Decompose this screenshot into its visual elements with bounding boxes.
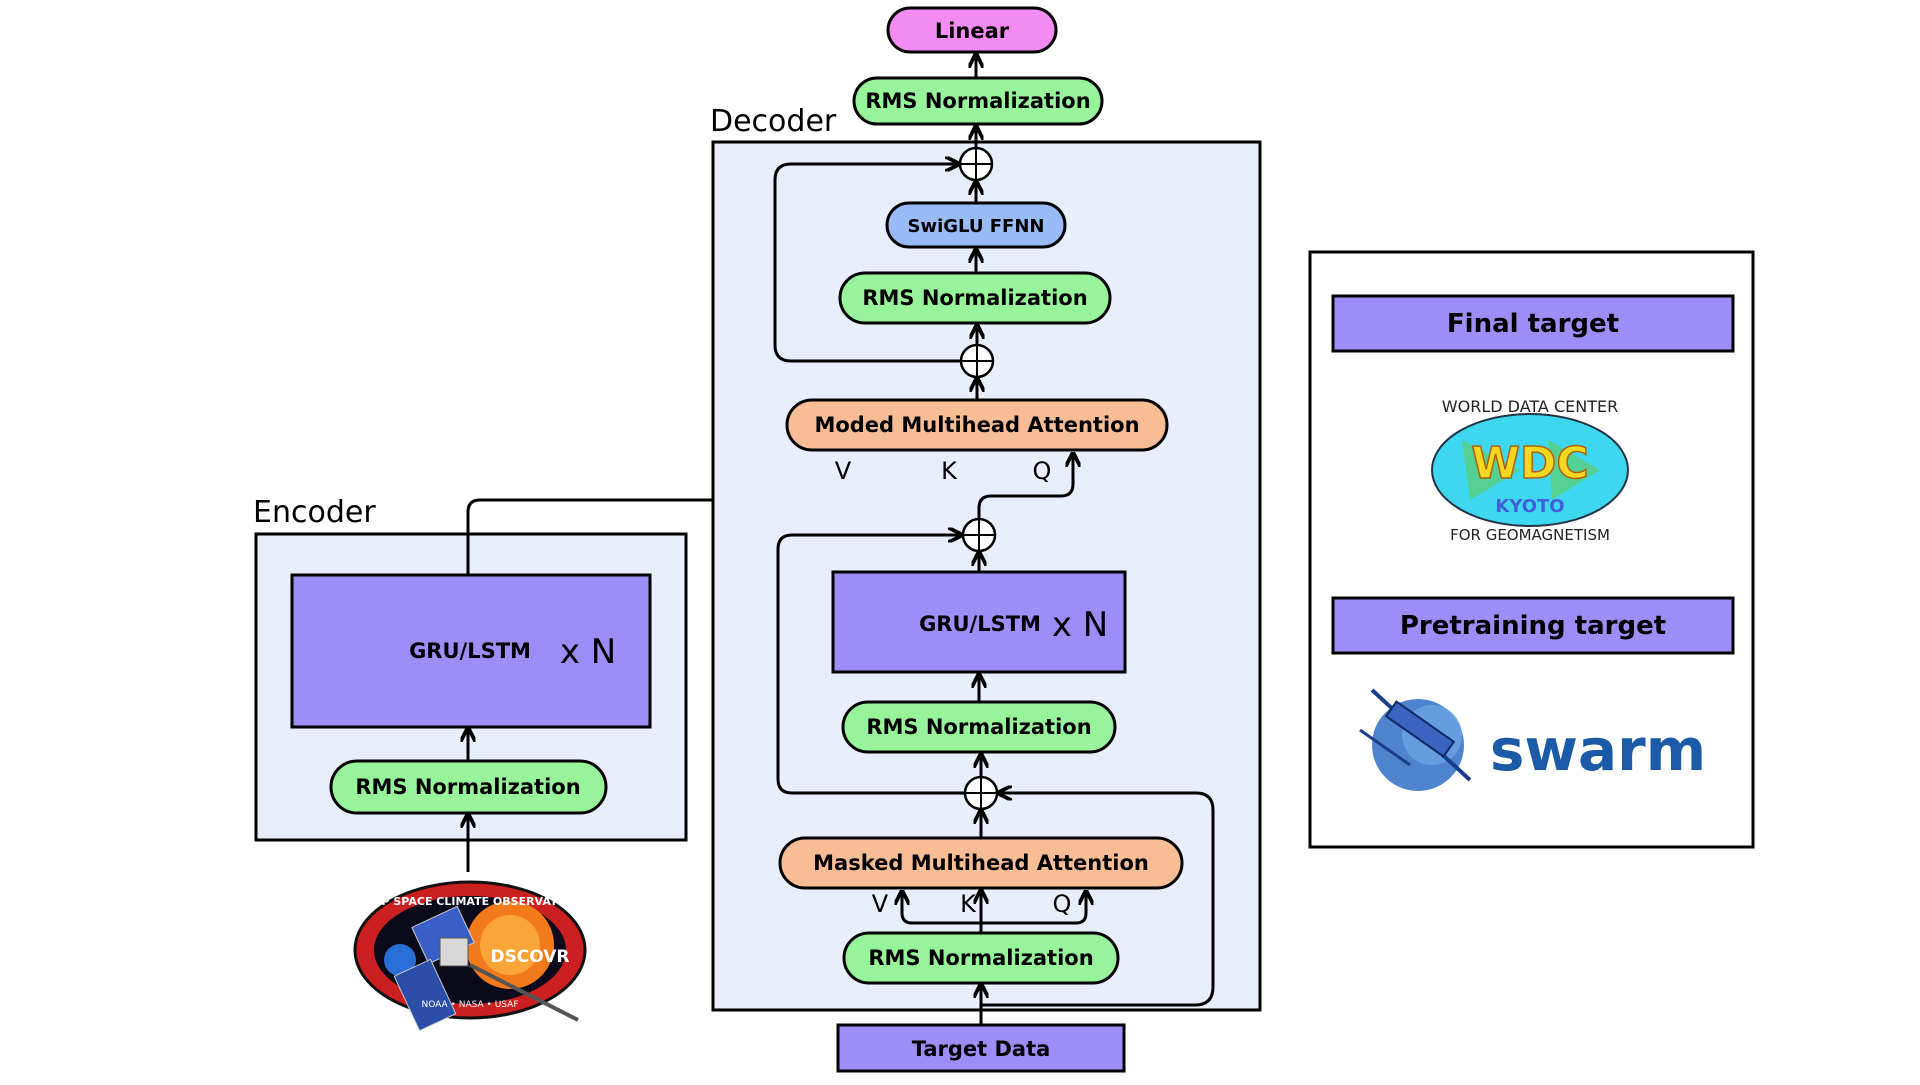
- linear-label: Linear: [935, 19, 1010, 43]
- swarm-logo: swarm: [1359, 688, 1706, 791]
- wdc-main-text: WDC: [1471, 438, 1588, 489]
- decoder-arrows: [773, 56, 1215, 1025]
- wdc-bottom-text: FOR GEOMAGNETISM: [1450, 526, 1610, 544]
- masked-q-label: Q: [1053, 890, 1072, 918]
- encoder-rnn-box: [290, 573, 652, 729]
- target-data-label: Target Data: [912, 1037, 1051, 1061]
- moded-q-label: Q: [1033, 457, 1052, 485]
- swarm-text: swarm: [1490, 716, 1706, 784]
- dscovr-name: DSCOVR: [490, 947, 569, 967]
- wdc-sub-text: KYOTO: [1495, 496, 1564, 517]
- final-target-label: Final target: [1447, 309, 1619, 339]
- pretraining-target-box: [1331, 596, 1735, 655]
- decoder-title: Decoder: [710, 104, 837, 139]
- wdc-kyoto-logo: WDC KYOTO WORLD DATA CENTER FOR GEOMAGNE…: [1431, 397, 1629, 544]
- dscovr-logo: DEEP SPACE CLIMATE OBSERVATORY DSCOVR NO…: [353, 880, 587, 1032]
- moded-k-label: K: [941, 457, 958, 485]
- masked-k-label: K: [960, 890, 977, 918]
- moded-v-label: V: [835, 457, 852, 485]
- decoder-norm3-label: RMS Normalization: [862, 286, 1087, 310]
- final-norm-label: RMS Normalization: [865, 89, 1090, 113]
- decoder-norm2-label: RMS Normalization: [866, 715, 1091, 739]
- moded-attention-label: Moded Multihead Attention: [814, 413, 1139, 437]
- decoder-block: Decoder Target Data RMS Normalization Ma…: [710, 104, 1262, 1073]
- decoder-rnn-label: GRU/LSTM: [919, 612, 1041, 636]
- linear-box: [886, 6, 1058, 54]
- decoder-norm1-label: RMS Normalization: [868, 946, 1093, 970]
- dscovr-top-text: DEEP SPACE CLIMATE OBSERVATORY: [357, 895, 583, 908]
- encoder-block: Encoder GRU/LSTM x N RMS Normalization: [253, 495, 688, 872]
- encoder-norm-label: RMS Normalization: [355, 775, 580, 799]
- decoder-repeat-label: x N: [1052, 605, 1108, 645]
- pretraining-target-label: Pretraining target: [1400, 611, 1666, 641]
- wdc-top-text: WORLD DATA CENTER: [1442, 397, 1618, 416]
- encoder-title: Encoder: [253, 495, 376, 530]
- dscovr-bottom-text: NOAA • NASA • USAF: [421, 1000, 518, 1010]
- final-norm-box: [852, 76, 1104, 126]
- target-data-box: [836, 1023, 1126, 1073]
- final-target-box: [1331, 294, 1735, 353]
- encoder-repeat-label: x N: [560, 632, 616, 672]
- target-legend: Final target WDC KYOTO WORLD DATA CENTER…: [1308, 250, 1755, 849]
- masked-attention-label: Masked Multihead Attention: [813, 851, 1149, 875]
- masked-v-label: V: [872, 890, 889, 918]
- ffnn-label: SwiGLU FFNN: [908, 216, 1045, 237]
- encoder-rnn-label: GRU/LSTM: [409, 639, 531, 663]
